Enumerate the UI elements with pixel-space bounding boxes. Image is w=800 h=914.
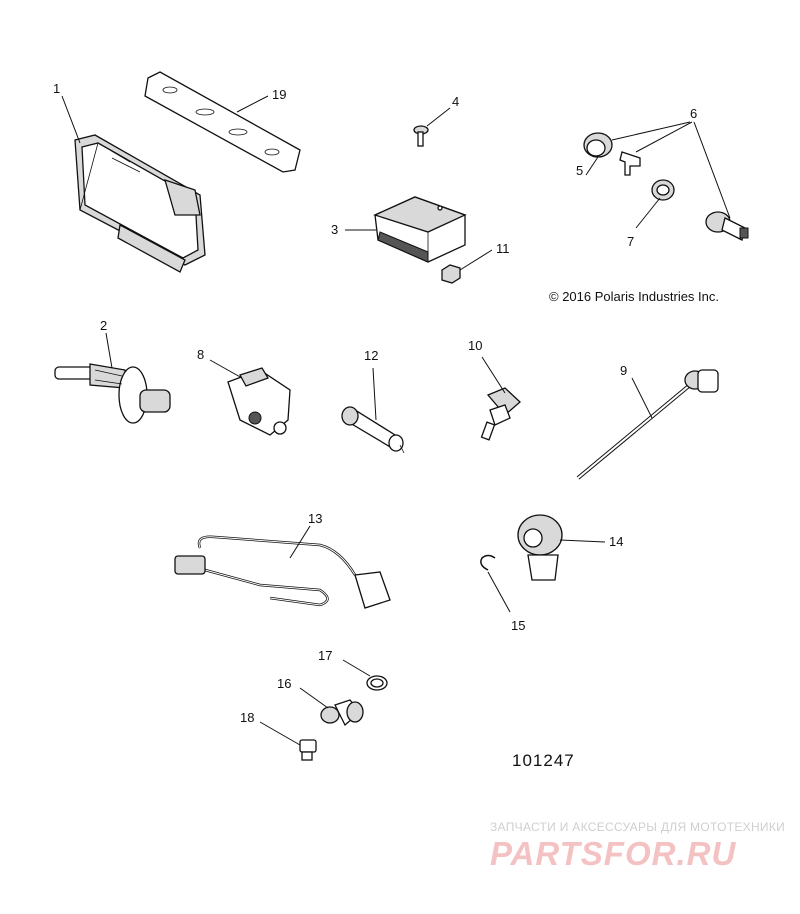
svg-text:PARTSFOR.RU: PARTSFOR.RU [490,835,736,872]
callout-9: 9 [620,363,627,378]
callout-14: 14 [609,534,623,549]
watermark-logo: PARTSFOR.RU [490,835,736,872]
callout-1: 1 [53,81,60,96]
callout-10: 10 [468,338,482,353]
callout-19: 19 [272,87,286,102]
ecu-module-part [74,134,206,273]
screw-part [413,125,429,147]
sensor-clip-part [619,151,641,176]
oxygen-sensor-part [576,369,719,480]
o-ring-part [366,675,388,691]
callout-15: 15 [511,618,525,633]
fuel-filter-part [341,406,405,454]
bolt-part [299,739,317,761]
callout-18: 18 [240,710,254,725]
nut-part [441,264,461,284]
mounting-bracket-part [144,71,301,173]
callout-2: 2 [100,318,107,333]
speed-sensor-part [320,699,364,727]
callout-4: 4 [452,94,459,109]
callout-6: 6 [690,106,697,121]
callout-11: 11 [496,241,510,256]
retaining-clip-part [480,554,496,571]
drawing-number: 101247 [512,751,575,770]
temperature-sensor-part [480,387,521,441]
callout-7: 7 [627,234,634,249]
callout-8: 8 [197,347,204,362]
grommet-part [583,132,613,158]
washer-part [651,179,675,201]
knock-sensor-part [517,514,563,581]
sensor-kit-part [705,211,749,241]
callout-5: 5 [576,163,583,178]
callout-16: 16 [277,676,291,691]
throttle-position-sensor-part [54,363,171,424]
relay-module-part [373,196,467,263]
copyright-notice: © 2016 Polaris Industries Inc. [549,289,719,304]
watermark-tagline: ЗАПЧАСТИ И АКСЕССУАРЫ ДЛЯ МОТОТЕХНИКИ [490,820,786,834]
callout-13: 13 [308,511,322,526]
map-sensor-part [227,367,291,436]
callout-3: 3 [331,222,338,237]
wiring-harness-part [174,535,391,609]
callout-17: 17 [318,648,332,663]
callout-12: 12 [364,348,378,363]
